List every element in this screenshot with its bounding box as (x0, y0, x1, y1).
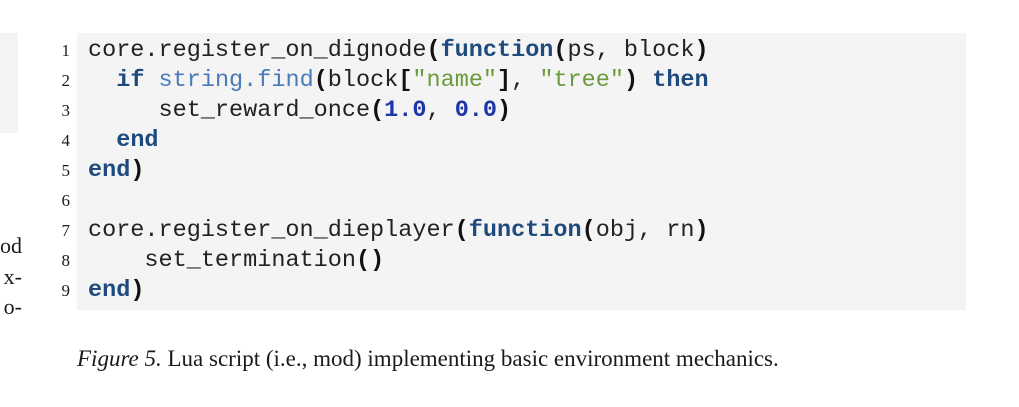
code-token-plain (144, 67, 158, 94)
code-text: core.register_on_dignode(function(ps, bl… (88, 36, 709, 66)
code-token-str: "tree" (539, 67, 624, 94)
code-token-p: ) (624, 67, 639, 94)
code-token-plain: , (426, 97, 455, 124)
code-token-p: ( (313, 67, 328, 94)
code-listing-background (77, 33, 966, 310)
code-token-kw: end (88, 157, 131, 184)
code-token-p: ) (694, 217, 709, 244)
code-token-p: ) (130, 277, 145, 304)
code-line: 8 set_termination() (48, 246, 966, 276)
code-token-p: ( (553, 37, 568, 64)
code-token-kw: end (88, 277, 131, 304)
code-token-plain: core.register_on_dignode (88, 37, 427, 64)
code-token-p: () (355, 247, 385, 274)
code-token-plain: block (327, 67, 399, 94)
code-line: 5 end) (48, 156, 966, 186)
neighbor-column-box (0, 33, 18, 133)
code-indent (88, 127, 116, 154)
code-text: end (88, 126, 159, 156)
code-line: 3 set_reward_once(1.0, 0.0) (48, 96, 966, 126)
code-line: 6 (48, 186, 966, 216)
figure-caption-text: Lua script (i.e., mod) implementing basi… (161, 346, 779, 371)
code-token-p: ) (694, 37, 709, 64)
code-indent (88, 247, 144, 274)
figure-caption: Figure 5. Lua script (i.e., mod) impleme… (77, 344, 779, 374)
code-indent (88, 67, 116, 94)
line-number: 6 (61, 191, 71, 210)
code-token-p: [ (398, 67, 413, 94)
code-token-kw: function (468, 217, 582, 244)
code-token-num: 1.0 (384, 97, 427, 124)
code-token-p: ( (370, 97, 385, 124)
code-text: if string.find(block["name"], "tree") th… (88, 66, 709, 96)
line-number: 9 (61, 281, 71, 300)
line-number: 5 (61, 161, 71, 180)
line-number: 1 (61, 41, 71, 60)
code-token-plain: , (511, 67, 540, 94)
code-token-plain: set_reward_once (158, 97, 371, 124)
neighbor-column-fragment: x- (3, 264, 22, 289)
figure-caption-label: Figure 5. (77, 346, 162, 371)
line-number: 2 (61, 71, 71, 90)
code-token-kw: then (652, 67, 709, 94)
code-token-p: ) (130, 157, 145, 184)
code-line: 9 end) (48, 276, 966, 306)
line-number: 7 (61, 221, 71, 240)
code-token-kw: if (116, 67, 145, 94)
code-token-plain: obj, rn (595, 217, 695, 244)
code-text: set_reward_once(1.0, 0.0) (88, 96, 512, 126)
code-token-p: ) (497, 97, 512, 124)
code-token-p: ( (581, 217, 596, 244)
code-text: core.register_on_dieplayer(function(obj,… (88, 216, 709, 246)
code-token-p: ( (454, 217, 469, 244)
code-line: 2 if string.find(block["name"], "tree") … (48, 66, 966, 96)
code-token-num: 0.0 (454, 97, 498, 124)
code-text: end) (88, 276, 144, 306)
neighbor-column-fragment: od (0, 233, 22, 258)
code-token-kw: function (440, 37, 554, 64)
code-indent (88, 97, 159, 124)
line-number: 3 (61, 101, 71, 120)
code-token-plain: core.register_on_dieplayer (88, 217, 455, 244)
code-token-kw: end (116, 127, 159, 154)
code-token-str: "name" (412, 67, 498, 94)
code-token-fn: string.find (158, 67, 314, 94)
line-number: 4 (61, 131, 71, 150)
neighbor-column-fragment: o- (3, 294, 22, 319)
code-token-plain: ps, block (567, 37, 695, 64)
code-text: set_termination() (88, 246, 384, 276)
code-token-plain: set_termination (144, 247, 356, 274)
code-token-plain (638, 67, 652, 94)
line-number: 8 (61, 251, 71, 270)
code-token-p: ( (426, 37, 441, 64)
code-line: 4 end (48, 126, 966, 156)
code-text: end) (88, 156, 144, 186)
code-token-p: ] (497, 67, 512, 94)
